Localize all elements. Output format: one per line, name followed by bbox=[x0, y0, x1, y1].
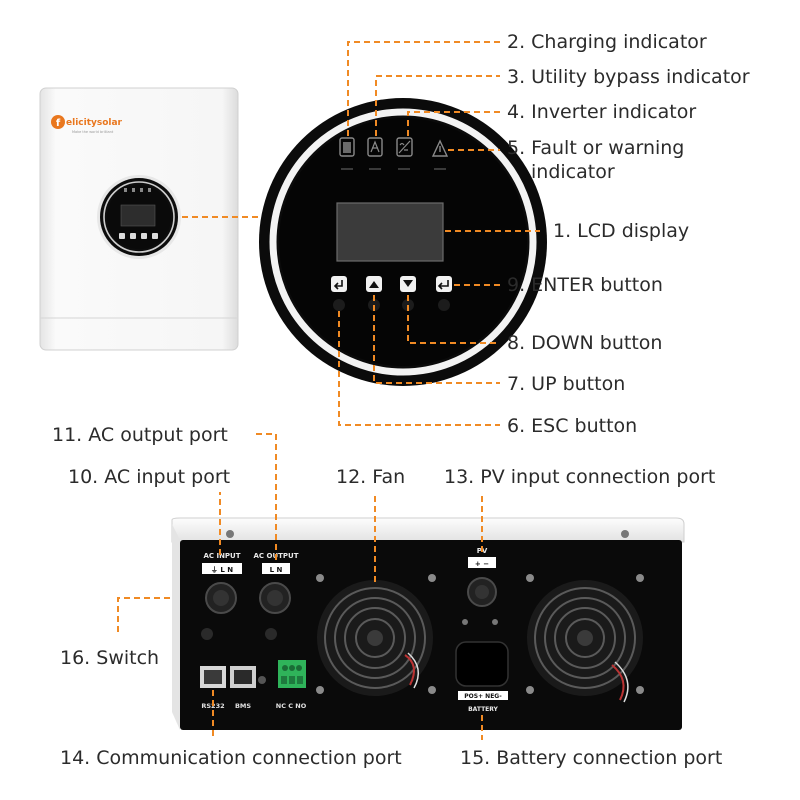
leader-inverter bbox=[407, 111, 500, 136]
leader-down bbox=[407, 295, 500, 344]
enter-button[interactable] bbox=[436, 276, 452, 311]
label-battery-port: 15. Battery connection port bbox=[460, 747, 723, 769]
brand-logo: f elicitysolar Make the world brilliant bbox=[51, 115, 123, 134]
label-fault-warning-line2: indicator bbox=[531, 161, 615, 183]
small-control-panel bbox=[97, 175, 181, 259]
charging-indicator bbox=[339, 137, 355, 170]
pv-terminal-mark: + − bbox=[475, 560, 489, 568]
ac-input-port: AC INPUT ⏚ L N bbox=[202, 552, 242, 614]
ac-input-mark: AC INPUT bbox=[203, 552, 240, 560]
bms-mark: BMS bbox=[235, 702, 251, 710]
label-communication-port: 14. Communication connection port bbox=[60, 747, 402, 769]
leader-bypass bbox=[375, 75, 500, 136]
label-utility-bypass-indicator: 3. Utility bypass indicator bbox=[507, 66, 750, 88]
label-switch: 16. Switch bbox=[60, 647, 160, 669]
leader-switch bbox=[117, 597, 170, 636]
return-arrow-icon bbox=[333, 280, 343, 290]
battery-charging-icon bbox=[339, 137, 355, 157]
label-ac-output-port: 11. AC output port bbox=[52, 424, 228, 446]
pv-input-port: PV + − bbox=[467, 547, 497, 607]
dry-contact-mark: NC C NO bbox=[276, 702, 307, 710]
inverter-indicator bbox=[396, 137, 413, 170]
label-pv-input-port: 13. PV input connection port bbox=[444, 466, 716, 488]
leader-ac-output bbox=[255, 433, 277, 560]
label-fan: 12. Fan bbox=[336, 466, 406, 488]
logo-letter: f bbox=[56, 118, 61, 129]
warning-triangle-icon bbox=[431, 139, 449, 157]
fan-right bbox=[527, 580, 643, 703]
utility-bypass-indicator bbox=[367, 137, 383, 170]
fan-left bbox=[317, 580, 433, 696]
label-charging-indicator: 2. Charging indicator bbox=[507, 31, 707, 53]
leader-charging bbox=[347, 41, 500, 136]
inverter-front-view: f elicitysolar Make the world brilliant bbox=[39, 87, 239, 351]
label-down-button: 8. DOWN button bbox=[507, 332, 663, 354]
label-inverter-indicator: 4. Inverter indicator bbox=[507, 101, 697, 123]
leader-lines bbox=[117, 41, 540, 740]
ac-output-terminal-mark: L N bbox=[270, 566, 283, 574]
ac-input-terminal-mark: ⏚ L N bbox=[211, 566, 233, 574]
label-fault-warning-line1: 5. Fault or warning bbox=[507, 137, 685, 159]
fault-warning-indicator bbox=[431, 139, 449, 170]
leader-up bbox=[373, 295, 500, 384]
label-enter-button: 9. ENTER button bbox=[507, 274, 663, 296]
inverter-icon bbox=[396, 137, 413, 157]
battery-terminal-mark: POS+ NEG- bbox=[464, 693, 502, 700]
inverter-bottom-view: AC INPUT ⏚ L N AC OUTPUT L N bbox=[171, 517, 685, 730]
up-arrow-icon bbox=[369, 281, 379, 288]
leader-esc bbox=[338, 311, 500, 426]
label-ac-input-port: 10. AC input port bbox=[68, 466, 231, 488]
brand-tagline: Make the world brilliant bbox=[72, 130, 114, 134]
utility-bypass-icon bbox=[367, 137, 383, 157]
down-arrow-icon bbox=[403, 280, 413, 287]
brand-name: elicitysolar bbox=[66, 118, 123, 128]
power-switch[interactable] bbox=[201, 628, 277, 640]
label-up-button: 7. UP button bbox=[507, 373, 626, 395]
esc-button[interactable] bbox=[331, 276, 347, 311]
battery-port: POS+ NEG- BATTERY bbox=[455, 641, 509, 713]
label-lcd-display: 1. LCD display bbox=[553, 220, 690, 242]
lcd-display bbox=[336, 202, 444, 262]
control-panel-zoom bbox=[259, 98, 547, 386]
battery-mark: BATTERY bbox=[468, 706, 498, 713]
label-esc-button: 6. ESC button bbox=[507, 415, 638, 437]
enter-arrow-icon bbox=[437, 280, 449, 290]
